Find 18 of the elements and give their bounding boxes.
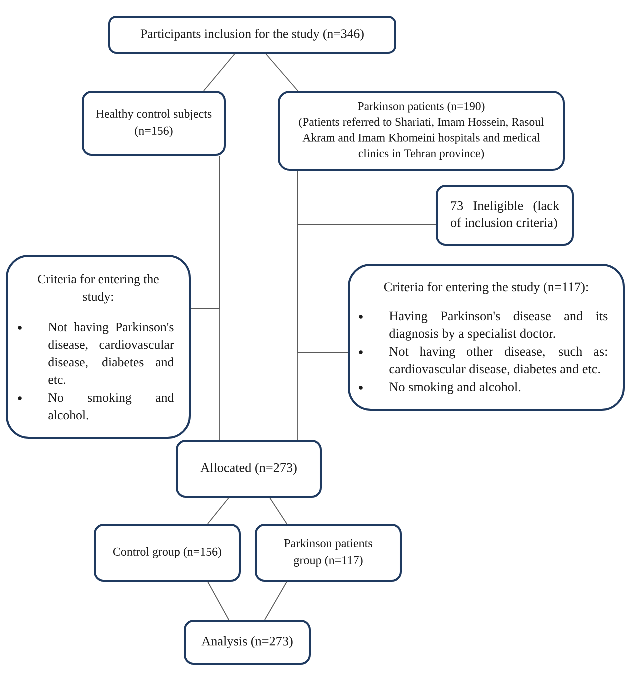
process-box: Analysis (n=273)	[184, 620, 311, 665]
connector-line	[208, 582, 230, 620]
note-box: Criteria for entering the study (n=117): Having Parkinson's disease and its diagnosis by a specialist doctor. Not having other disease, such as: cardiovascular disease, diabetes and etc. No smoking and alcohol.	[348, 264, 625, 411]
process-box: 73 Ineligible (lack of inclusion criteria)	[436, 185, 574, 246]
connector-line	[270, 498, 288, 524]
process-box: Control group (n=156)	[94, 524, 241, 582]
process-box: Parkinson patients group (n=117)	[255, 524, 402, 582]
connector-line	[266, 54, 298, 92]
connector-line	[264, 582, 288, 620]
process-box: Allocated (n=273)	[176, 440, 322, 498]
process-box: Participants inclusion for the study (n=346)	[108, 16, 396, 54]
process-box: Healthy control subjects (n=156)	[82, 91, 226, 156]
process-box: Parkinson patients (n=190) (Patients referred to Shariati, Imam Hossein, Rasoul Akram and Imam Khomeini hospitals and medical clinics in Tehran province)	[278, 91, 565, 171]
connector-line	[204, 54, 236, 92]
connector-line	[190, 156, 220, 310]
connector-line	[298, 170, 348, 354]
connector-line	[208, 498, 230, 524]
note-box: Criteria for entering the study: Not having Parkinson's disease, cardiovascular disease, diabetes and etc. No smoking and alcohol.	[6, 255, 191, 439]
